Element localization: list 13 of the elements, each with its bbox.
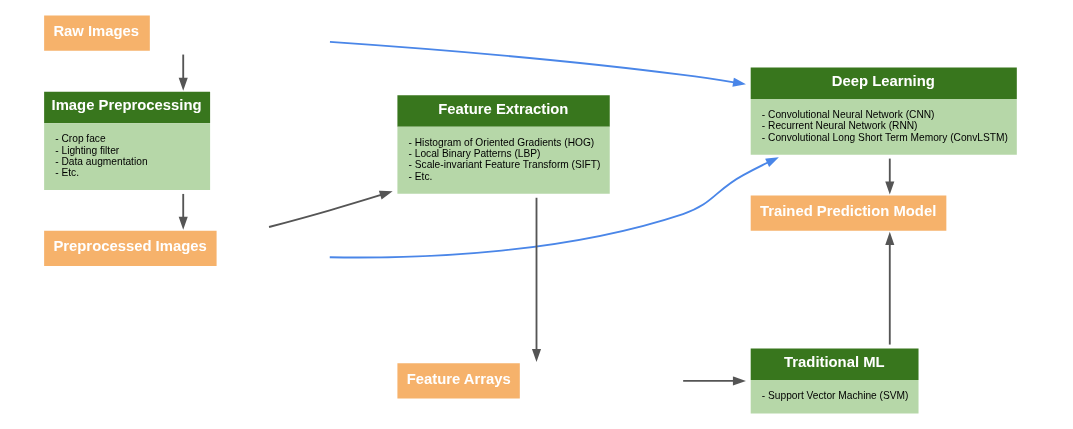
arrow bbox=[178, 193, 188, 230]
arrow bbox=[178, 53, 188, 91]
node-box: Trained Prediction Model bbox=[750, 195, 947, 231]
arrow bbox=[885, 231, 895, 346]
node-box: Raw Images bbox=[44, 15, 150, 51]
arrow bbox=[682, 376, 746, 386]
arrow bbox=[328, 157, 779, 259]
arrow bbox=[329, 41, 746, 87]
arrow bbox=[268, 190, 393, 228]
arrow bbox=[531, 196, 542, 363]
node-box: Feature Arrays bbox=[397, 363, 520, 399]
node-box: Preprocessed Images bbox=[44, 230, 217, 266]
arrow bbox=[885, 157, 895, 195]
